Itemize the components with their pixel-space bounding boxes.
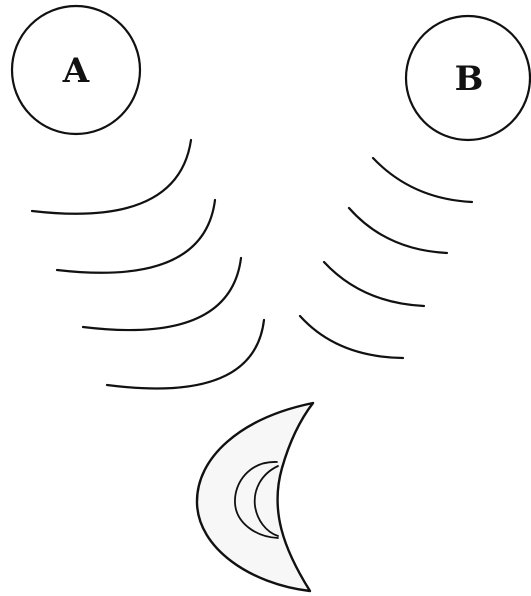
wave-front-a-1: [32, 140, 191, 214]
source-b-label: B: [455, 59, 484, 99]
wave-front-b-2: [349, 208, 447, 253]
wave-front-a-2: [57, 200, 215, 273]
wave-front-b-4: [300, 316, 403, 358]
source-a: A: [12, 6, 140, 134]
source-a-label: A: [62, 51, 90, 91]
wave-front-b-3: [324, 262, 424, 306]
source-b: B: [406, 16, 530, 140]
wave-fronts-b: [300, 158, 472, 358]
ear-icon: [197, 403, 313, 591]
wave-front-b-1: [373, 158, 472, 202]
wave-front-a-3: [83, 258, 241, 330]
wave-fronts-a: [32, 140, 264, 389]
